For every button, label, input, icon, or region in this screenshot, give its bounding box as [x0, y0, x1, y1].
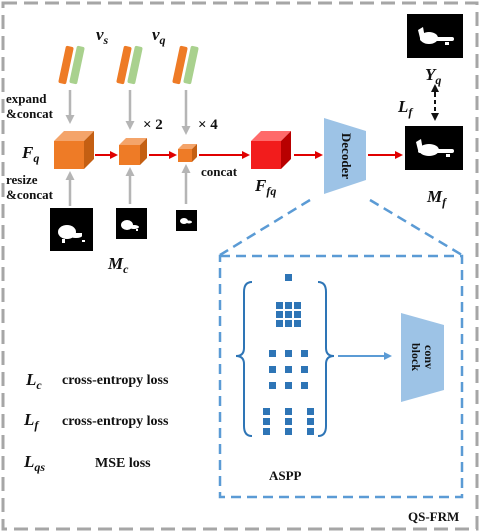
- expand-label: expand: [6, 91, 47, 106]
- lf-top-label: Lf: [397, 97, 413, 119]
- decoder-detail-frame: [218, 254, 464, 499]
- loss-symbol-lc: Lc: [25, 370, 42, 392]
- times-4-label: × 4: [198, 117, 218, 133]
- vector-pair-3: [172, 45, 199, 85]
- aspp-left-bracket: [235, 281, 253, 437]
- decoder-block: [324, 118, 366, 194]
- aspp-dilation-patterns: [263, 274, 314, 435]
- aspp-label: ASPP: [269, 468, 302, 483]
- aspp-right-bracket: [317, 281, 335, 437]
- loss-desc-lf: cross-entropy loss: [62, 414, 169, 429]
- decoder-label: Decoder: [339, 133, 354, 179]
- concat-label: concat: [201, 164, 238, 179]
- cube-fq-large: [54, 131, 94, 169]
- module-name-label: QS-FRM: [408, 509, 459, 524]
- resize-concat-label: &concat: [6, 187, 54, 202]
- expand-concat-label: &concat: [6, 106, 54, 121]
- resize-label: resize: [6, 172, 38, 187]
- loss-symbol-lf: Lf: [23, 410, 39, 432]
- loss-symbol-lqs: Lqs: [23, 452, 45, 474]
- vector-pair-1: [58, 45, 85, 85]
- cube-ffq: [251, 131, 291, 169]
- mask-image-large: [50, 208, 93, 251]
- vs-label: vs: [96, 25, 109, 47]
- loss-desc-lqs: MSE loss: [95, 456, 151, 471]
- aspp-conv-rate-1: [276, 302, 301, 327]
- aspp-conv-rate-2: [269, 350, 308, 389]
- loss-desc-lc: cross-entropy loss: [62, 373, 169, 388]
- zoom-line-right: [369, 198, 463, 257]
- fq-label: Fq: [21, 143, 39, 165]
- mask-image-small: [176, 210, 197, 231]
- yq-label: Yq: [425, 65, 441, 87]
- zoom-line-left: [219, 198, 311, 257]
- aspp-conv-rate-3: [263, 408, 314, 435]
- mf-image: [405, 126, 463, 170]
- times-2-label: × 2: [143, 117, 163, 133]
- vq-label: vq: [152, 25, 166, 47]
- conv-block: [401, 313, 444, 402]
- cube-fq-medium: [119, 138, 147, 165]
- loss-legend: Lc cross-entropy loss Lf cross-entropy l…: [23, 370, 169, 474]
- mf-label: Mf: [426, 187, 447, 209]
- yq-image: [407, 14, 463, 58]
- cube-fq-small: [178, 144, 197, 162]
- mask-image-medium: [116, 208, 147, 239]
- conv-block-label: convblock: [409, 343, 436, 371]
- ffq-label: Ffq: [254, 176, 276, 198]
- mc-label: Mc: [107, 254, 129, 276]
- vector-pair-2: [116, 45, 143, 85]
- aspp-conv-1x1: [285, 274, 292, 281]
